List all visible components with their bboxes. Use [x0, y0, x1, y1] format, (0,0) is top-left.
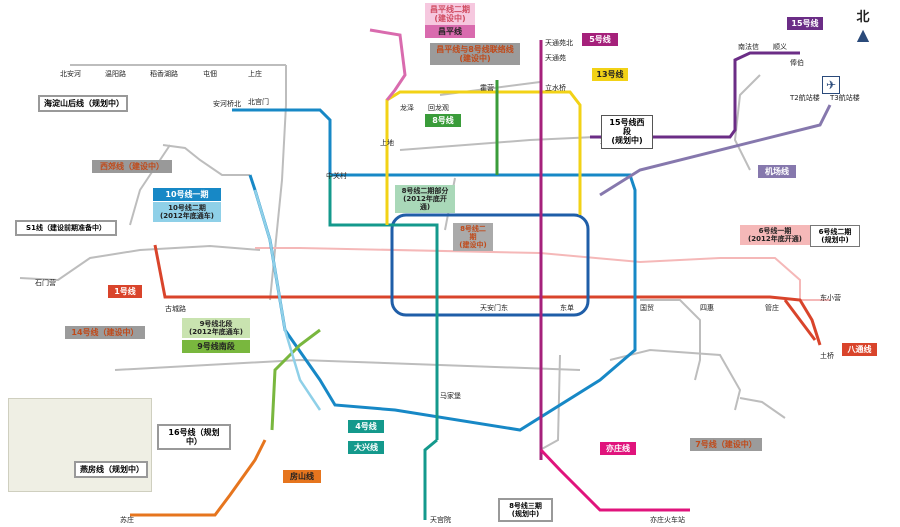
svg-text:上庄: 上庄 — [248, 69, 262, 78]
label-line10-p1: 10号线一期 — [153, 188, 221, 202]
label-line15: 15号线 — [787, 17, 823, 31]
svg-text:马家堡: 马家堡 — [440, 391, 461, 400]
svg-text:南法信: 南法信 — [738, 42, 759, 51]
svg-text:天通苑北: 天通苑北 — [545, 38, 573, 47]
svg-text:亦庄火车站: 亦庄火车站 — [650, 515, 685, 524]
svg-text:温阳路: 温阳路 — [105, 69, 126, 78]
svg-text:中关村: 中关村 — [326, 171, 347, 180]
line2-path — [390, 213, 590, 317]
svg-text:上地: 上地 — [380, 138, 394, 147]
label-batong: 八通线 — [842, 343, 877, 357]
svg-text:T2航站楼: T2航站楼 — [789, 93, 820, 102]
svg-text:霍营: 霍营 — [480, 83, 494, 92]
line10-path — [232, 108, 637, 432]
svg-text:东单: 东单 — [560, 303, 574, 312]
label-line9-south: 9号线南段 — [182, 340, 250, 354]
label-fangshan: 房山线 — [283, 470, 321, 484]
compass: 北 ▲ — [848, 6, 878, 44]
line15-path — [590, 51, 800, 139]
label-changping-p2: 昌平线二期 (建设中) — [425, 3, 475, 26]
svg-text:T3航站楼: T3航站楼 — [829, 93, 860, 102]
label-line6-p1: 6号线一期 (2012年底开通) — [740, 225, 810, 246]
label-line15-west: 15号线西段 (规划中) — [601, 115, 653, 149]
label-line4: 4号线 — [348, 420, 384, 434]
svg-text:天宫院: 天宫院 — [430, 515, 451, 524]
label-changping-link: 昌平线与8号线联络线 (建设中) — [430, 43, 520, 66]
compass-arrow-icon: ▲ — [856, 25, 870, 44]
svg-text:回龙观: 回龙观 — [428, 103, 449, 112]
compass-north-label: 北 — [856, 10, 870, 25]
svg-text:屯佃: 屯佃 — [203, 69, 217, 78]
daxing-path — [423, 438, 438, 520]
label-line5: 5号线 — [582, 33, 618, 47]
line4-path — [328, 175, 439, 440]
airplane-icon: ✈ — [822, 76, 840, 94]
line9-path — [270, 328, 321, 431]
label-line8-p3: 8号线三期 (规划中) — [498, 498, 553, 523]
line1-path — [153, 244, 822, 346]
svg-text:管庄: 管庄 — [765, 303, 779, 312]
svg-text:龙泽: 龙泽 — [400, 103, 414, 112]
label-s1: S1线（建设前期准备中） — [15, 220, 117, 237]
label-haidian-shanhou: 海淀山后线（规划中） — [38, 95, 128, 113]
svg-text:古城路: 古城路 — [165, 304, 186, 313]
label-xijiao: 西郊线（建设中） — [92, 160, 172, 174]
svg-text:苏庄: 苏庄 — [120, 515, 134, 524]
svg-text:安河桥北: 安河桥北 — [213, 99, 241, 108]
svg-text:稻香湖路: 稻香湖路 — [150, 69, 178, 78]
line6-path — [255, 247, 830, 301]
label-airport-line: 机场线 — [758, 165, 796, 179]
svg-text:北安河: 北安河 — [60, 69, 81, 78]
svg-text:北宫门: 北宫门 — [248, 97, 269, 106]
svg-text:四惠: 四惠 — [700, 303, 714, 312]
fangshan-path — [130, 439, 267, 517]
label-line13: 13号线 — [592, 68, 628, 82]
svg-text:石门营: 石门营 — [35, 278, 56, 287]
label-daxing: 大兴线 — [348, 441, 384, 455]
svg-text:顺义: 顺义 — [773, 43, 787, 51]
label-line6-p2: 6号线二期 (规划中) — [810, 225, 860, 248]
label-yizhuang: 亦庄线 — [600, 442, 636, 456]
svg-text:天通苑: 天通苑 — [545, 53, 566, 62]
changping-path — [369, 28, 407, 101]
label-line14: 14号线（建设中） — [65, 326, 145, 340]
line10b-path — [253, 189, 322, 411]
label-changping: 昌平线 — [425, 25, 475, 39]
svg-text:立水桥: 立水桥 — [545, 83, 566, 92]
airport-line-path — [599, 104, 832, 197]
planned-lines — [19, 64, 786, 451]
label-line1: 1号线 — [108, 285, 142, 299]
label-line8-p2: 8号线二期 (建设中) — [453, 223, 493, 252]
label-line7: 7号线（建设中） — [690, 438, 762, 452]
svg-text:土桥: 土桥 — [820, 351, 834, 360]
label-line9-north: 9号线北段 (2012年底通车) — [182, 318, 250, 339]
svg-text:东小营: 东小营 — [820, 293, 841, 302]
label-line8-p2-part: 8号线二期部分 (2012年底开通) — [395, 185, 455, 214]
yizhuang-path — [539, 448, 690, 512]
label-line16: 16号线（规划中） — [157, 424, 231, 451]
batong-path — [783, 299, 817, 341]
label-line10-p2: 10号线二期 (2012年底通车) — [153, 202, 221, 223]
svg-text:国贸: 国贸 — [640, 303, 654, 312]
label-line8: 8号线 — [425, 114, 461, 128]
svg-text:俸伯: 俸伯 — [790, 58, 804, 67]
svg-text:天安门东: 天安门东 — [480, 303, 508, 312]
label-yanfang: 燕房线（规划中） — [74, 461, 148, 479]
